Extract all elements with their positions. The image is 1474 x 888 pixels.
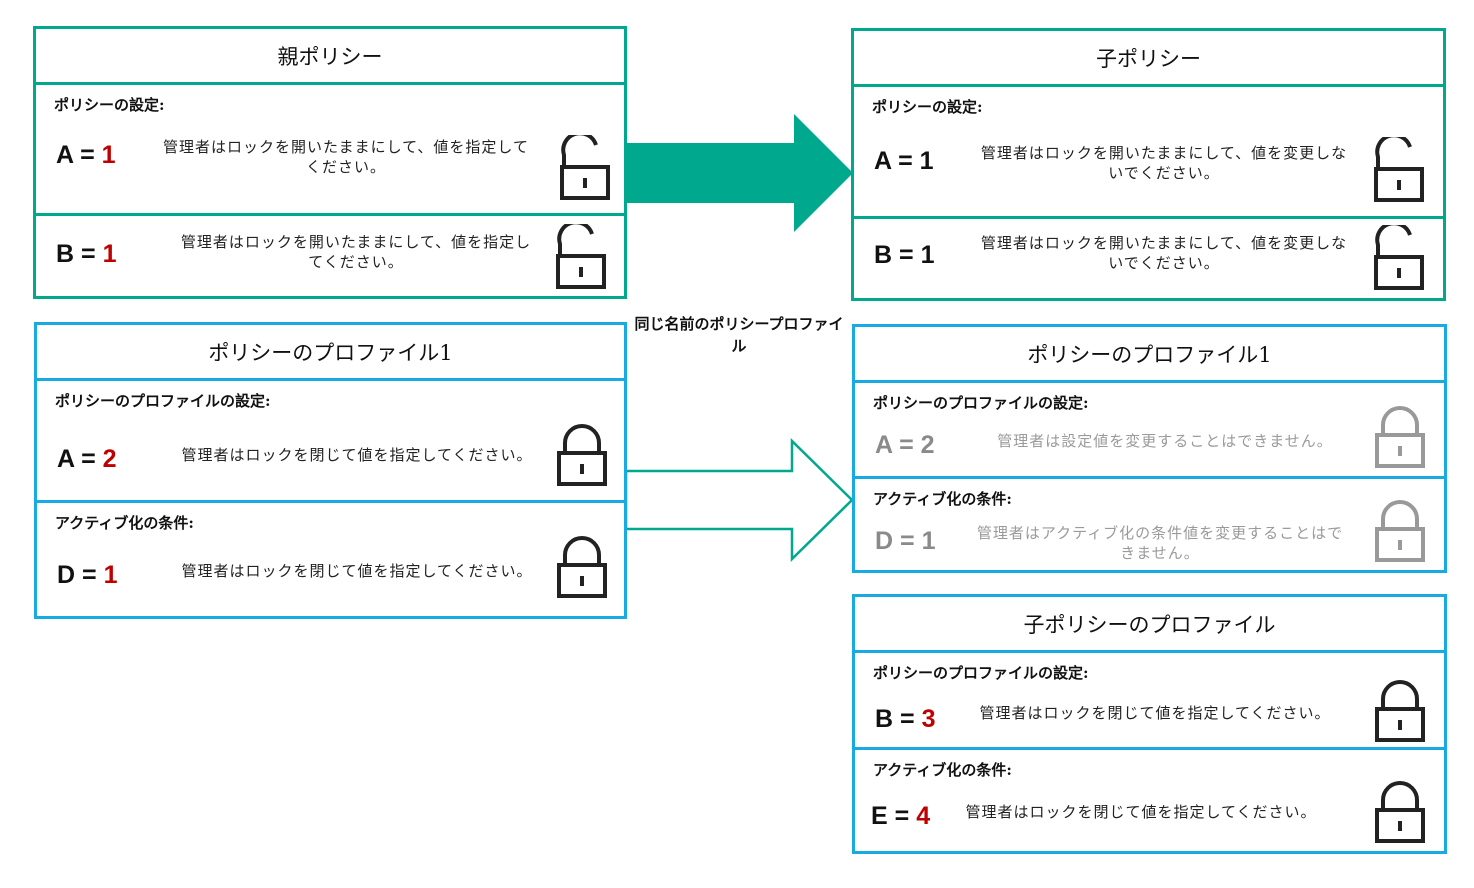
parent-profile-box: ポリシーのプロファイル1 ポリシーのプロファイルの設定: A = 2 管理者はロ… (34, 322, 627, 619)
locked-disabled-lock-icon (1375, 406, 1425, 468)
child-profile-settings-row: ポリシーのプロファイルの設定: B = 3 管理者はロックを閉じて値を指定してく… (855, 653, 1444, 750)
parent-profile-title: ポリシーのプロファイル1 (37, 325, 624, 381)
section-label: ポリシーの設定: (872, 98, 983, 116)
section-label: アクティブ化の条件: (873, 490, 1012, 508)
parent-policy-row-b: B = 1 管理者はロックを開いたままにして、値を指定してください。 (36, 216, 624, 299)
child-inherited-profile-settings-row: ポリシーのプロファイルの設定: A = 2 管理者は設定値を変更することはできま… (855, 383, 1444, 479)
setting-a: A = 2 (875, 431, 935, 459)
child-profile-title: 子ポリシーのプロファイル (855, 597, 1444, 653)
parent-policy-title: 親ポリシー (36, 29, 624, 85)
child-policy-row-a: ポリシーの設定: A = 1 管理者はロックを開いたままにして、値を変更しないで… (854, 87, 1443, 219)
setting-description: 管理者はロックを閉じて値を指定してください。 (181, 446, 533, 464)
setting-description: 管理者はロックを閉じて値を指定してください。 (965, 803, 1317, 821)
locked-lock-icon[interactable] (1373, 778, 1429, 844)
setting-b: B = 1 (56, 240, 117, 268)
setting-e: E = 4 (871, 802, 931, 830)
solid-inheritance-arrow (626, 114, 853, 232)
setting-description: 管理者はアクティブ化の条件値を変更することはできません。 (976, 524, 1344, 562)
locked-disabled-lock-icon (1375, 500, 1425, 562)
child-inherited-profile-activation-row: アクティブ化の条件: D = 1 管理者はアクティブ化の条件値を変更することはで… (855, 479, 1444, 573)
setting-b: B = 1 (874, 241, 935, 269)
section-label: ポリシーの設定: (54, 96, 165, 114)
locked-lock-icon[interactable] (555, 421, 611, 487)
setting-d: D = 1 (57, 561, 118, 589)
parent-profile-activation-row: アクティブ化の条件: D = 1 管理者はロックを閉じて値を指定してください。 (37, 503, 624, 616)
setting-d: D = 1 (875, 527, 936, 555)
child-policy-box: 子ポリシー ポリシーの設定: A = 1 管理者はロックを開いたままにして、値を… (851, 28, 1446, 301)
child-profile-activation-row: アクティブ化の条件: E = 4 管理者はロックを閉じて値を指定してください。 (855, 750, 1444, 852)
parent-policy-row-a: ポリシーの設定: A = 1 管理者はロックを開いたままにして、値を指定してくだ… (36, 85, 624, 216)
section-label: アクティブ化の条件: (873, 761, 1012, 779)
child-policy-title: 子ポリシー (854, 31, 1443, 87)
unlocked-lock-icon[interactable] (1372, 137, 1428, 203)
setting-description: 管理者はロックを開いたままにして、値を指定してください。 (163, 138, 529, 176)
parent-profile-settings-row: ポリシーのプロファイルの設定: A = 2 管理者はロックを閉じて値を指定してく… (37, 381, 624, 503)
locked-lock-icon[interactable] (1373, 677, 1429, 743)
setting-description: 管理者はロックを閉じて値を指定してください。 (181, 562, 533, 580)
unlocked-lock-icon[interactable] (554, 224, 610, 290)
setting-description: 管理者はロックを開いたままにして、値を変更しないでください。 (980, 234, 1348, 272)
child-policy-row-b: B = 1 管理者はロックを開いたままにして、値を変更しないでください。 (854, 219, 1443, 301)
setting-description: 管理者はロックを閉じて値を指定してください。 (979, 704, 1331, 722)
child-profile-box: 子ポリシーのプロファイル ポリシーのプロファイルの設定: B = 3 管理者はロ… (852, 594, 1447, 854)
unlocked-lock-icon[interactable] (558, 135, 614, 201)
child-inherited-profile-box: ポリシーのプロファイル1 ポリシーのプロファイルの設定: A = 2 管理者は設… (852, 324, 1447, 573)
section-label: アクティブ化の条件: (55, 514, 194, 532)
parent-policy-box: 親ポリシー ポリシーの設定: A = 1 管理者はロックを開いたままにして、値を… (33, 26, 627, 299)
setting-a: A = 1 (874, 147, 934, 175)
section-label: ポリシーのプロファイルの設定: (55, 392, 271, 410)
setting-description: 管理者は設定値を変更することはできません。 (997, 432, 1333, 450)
section-label: ポリシーのプロファイルの設定: (873, 664, 1089, 682)
setting-b: B = 3 (875, 705, 936, 733)
same-name-profile-caption: 同じ名前のポリシープロファイル (634, 315, 844, 355)
outline-profile-arrow (624, 438, 854, 562)
setting-a: A = 1 (56, 141, 116, 169)
child-inherited-profile-title: ポリシーのプロファイル1 (855, 327, 1444, 383)
locked-lock-icon[interactable] (555, 533, 611, 599)
section-label: ポリシーのプロファイルの設定: (873, 394, 1089, 412)
setting-description: 管理者はロックを開いたままにして、値を変更しないでください。 (980, 144, 1348, 182)
unlocked-lock-icon[interactable] (1372, 225, 1428, 291)
setting-a: A = 2 (57, 445, 117, 473)
setting-description: 管理者はロックを開いたままにして、値を指定してください。 (180, 233, 532, 271)
